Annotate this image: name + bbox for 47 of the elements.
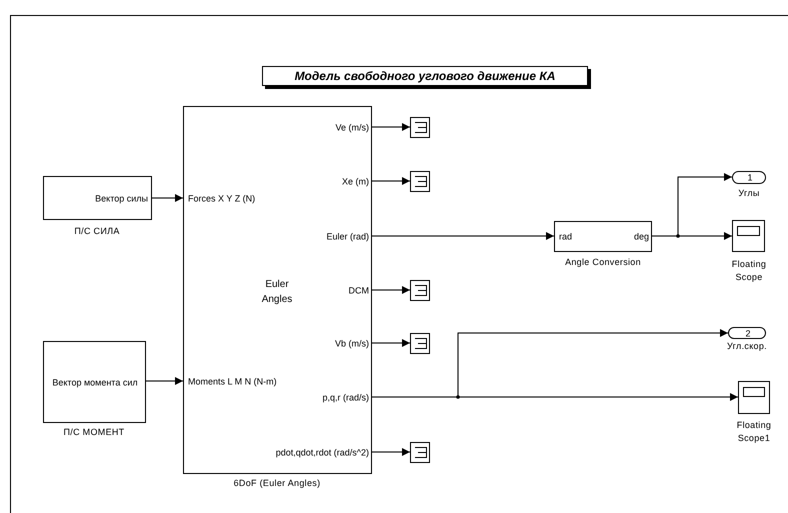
block-caption: П/С СИЛА [73,225,121,238]
6dof-block [183,106,372,474]
block-caption: Angle Conversion [564,256,642,269]
signal-line [652,232,732,240]
signal-line [372,448,410,456]
signal-line [372,123,410,131]
port-label: Ve (m/s) [335,122,369,134]
outport-block [732,171,766,184]
signal-line [146,377,184,385]
port-number: 1 [748,172,752,184]
port-label: Vb (m/s) [334,338,369,350]
signal-line [372,177,410,185]
port-label: deg [634,232,649,242]
port-label: DCM [348,286,369,296]
block-label: Вектор момента сил [52,378,138,388]
signal-source-block [43,341,146,423]
port-label: pdot,qdot,rdot (rad/s^2) [276,448,369,458]
signal-line [152,194,184,202]
block-caption: П/С МОМЕНТ [62,426,126,439]
outport-block [728,327,766,339]
port-label: Xe (m) [342,176,369,188]
block-caption: Угл.скор. [726,340,768,353]
block-caption: Floating Scope [730,258,768,284]
terminator-block [410,333,430,354]
port-label: Euler (rad) [326,232,369,242]
block-caption: Floating Scope1 [736,419,772,445]
signal-line [372,286,410,294]
block-label: Euler Angles [260,278,294,307]
terminator-block [410,171,430,192]
terminator-block [410,442,430,463]
port-label: rad [559,232,572,242]
terminator-block [410,117,430,138]
block-label: Вектор силы [95,194,148,204]
port-label: Forces X Y Z (N) [188,194,256,204]
title: Модель свободного углового движение КА [262,66,588,86]
signal-line [372,339,410,347]
conversion-block [554,221,652,252]
signal-source-block [43,176,152,220]
block-caption: 6DoF (Euler Angles) [232,477,322,490]
port-number: 2 [746,328,750,340]
port-label: p,q,r (rad/s) [322,392,369,404]
scope-block [732,220,765,252]
port-label: Moments L M N (N-m) [188,376,277,388]
scope-block [738,381,770,414]
terminator-block [410,280,430,301]
signal-line [372,232,554,240]
block-caption: Углы [737,187,761,200]
